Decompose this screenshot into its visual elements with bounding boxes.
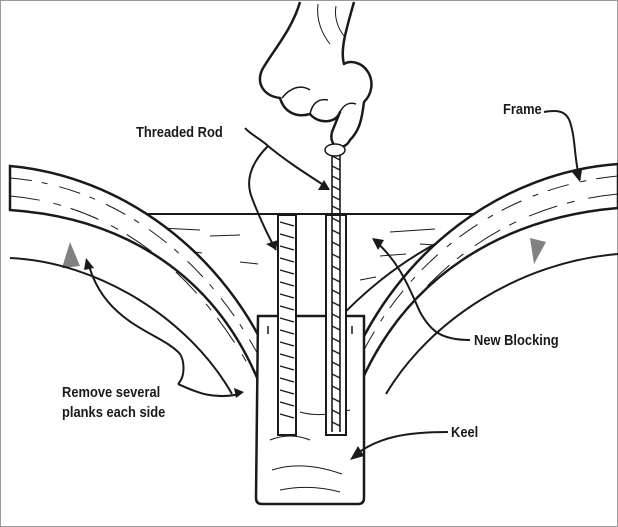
new-blocking-label: New Blocking <box>474 331 559 350</box>
keel-label: Keel <box>451 423 478 442</box>
threaded-rod-left <box>278 215 296 435</box>
keel-shape <box>256 316 364 504</box>
threaded-rod-label: Threaded Rod <box>136 123 223 142</box>
remove-planks-label-line2: planks each side <box>62 403 165 422</box>
frame-label: Frame <box>503 100 542 119</box>
remove-planks-arrowhead-bottom <box>234 388 244 398</box>
remove-planks-label-line1: Remove several <box>62 383 160 402</box>
remove-planks-arrowhead-top <box>84 258 94 270</box>
threaded-rod-right <box>326 150 346 435</box>
hand-drawing <box>260 2 371 156</box>
keel-leader <box>354 432 448 456</box>
